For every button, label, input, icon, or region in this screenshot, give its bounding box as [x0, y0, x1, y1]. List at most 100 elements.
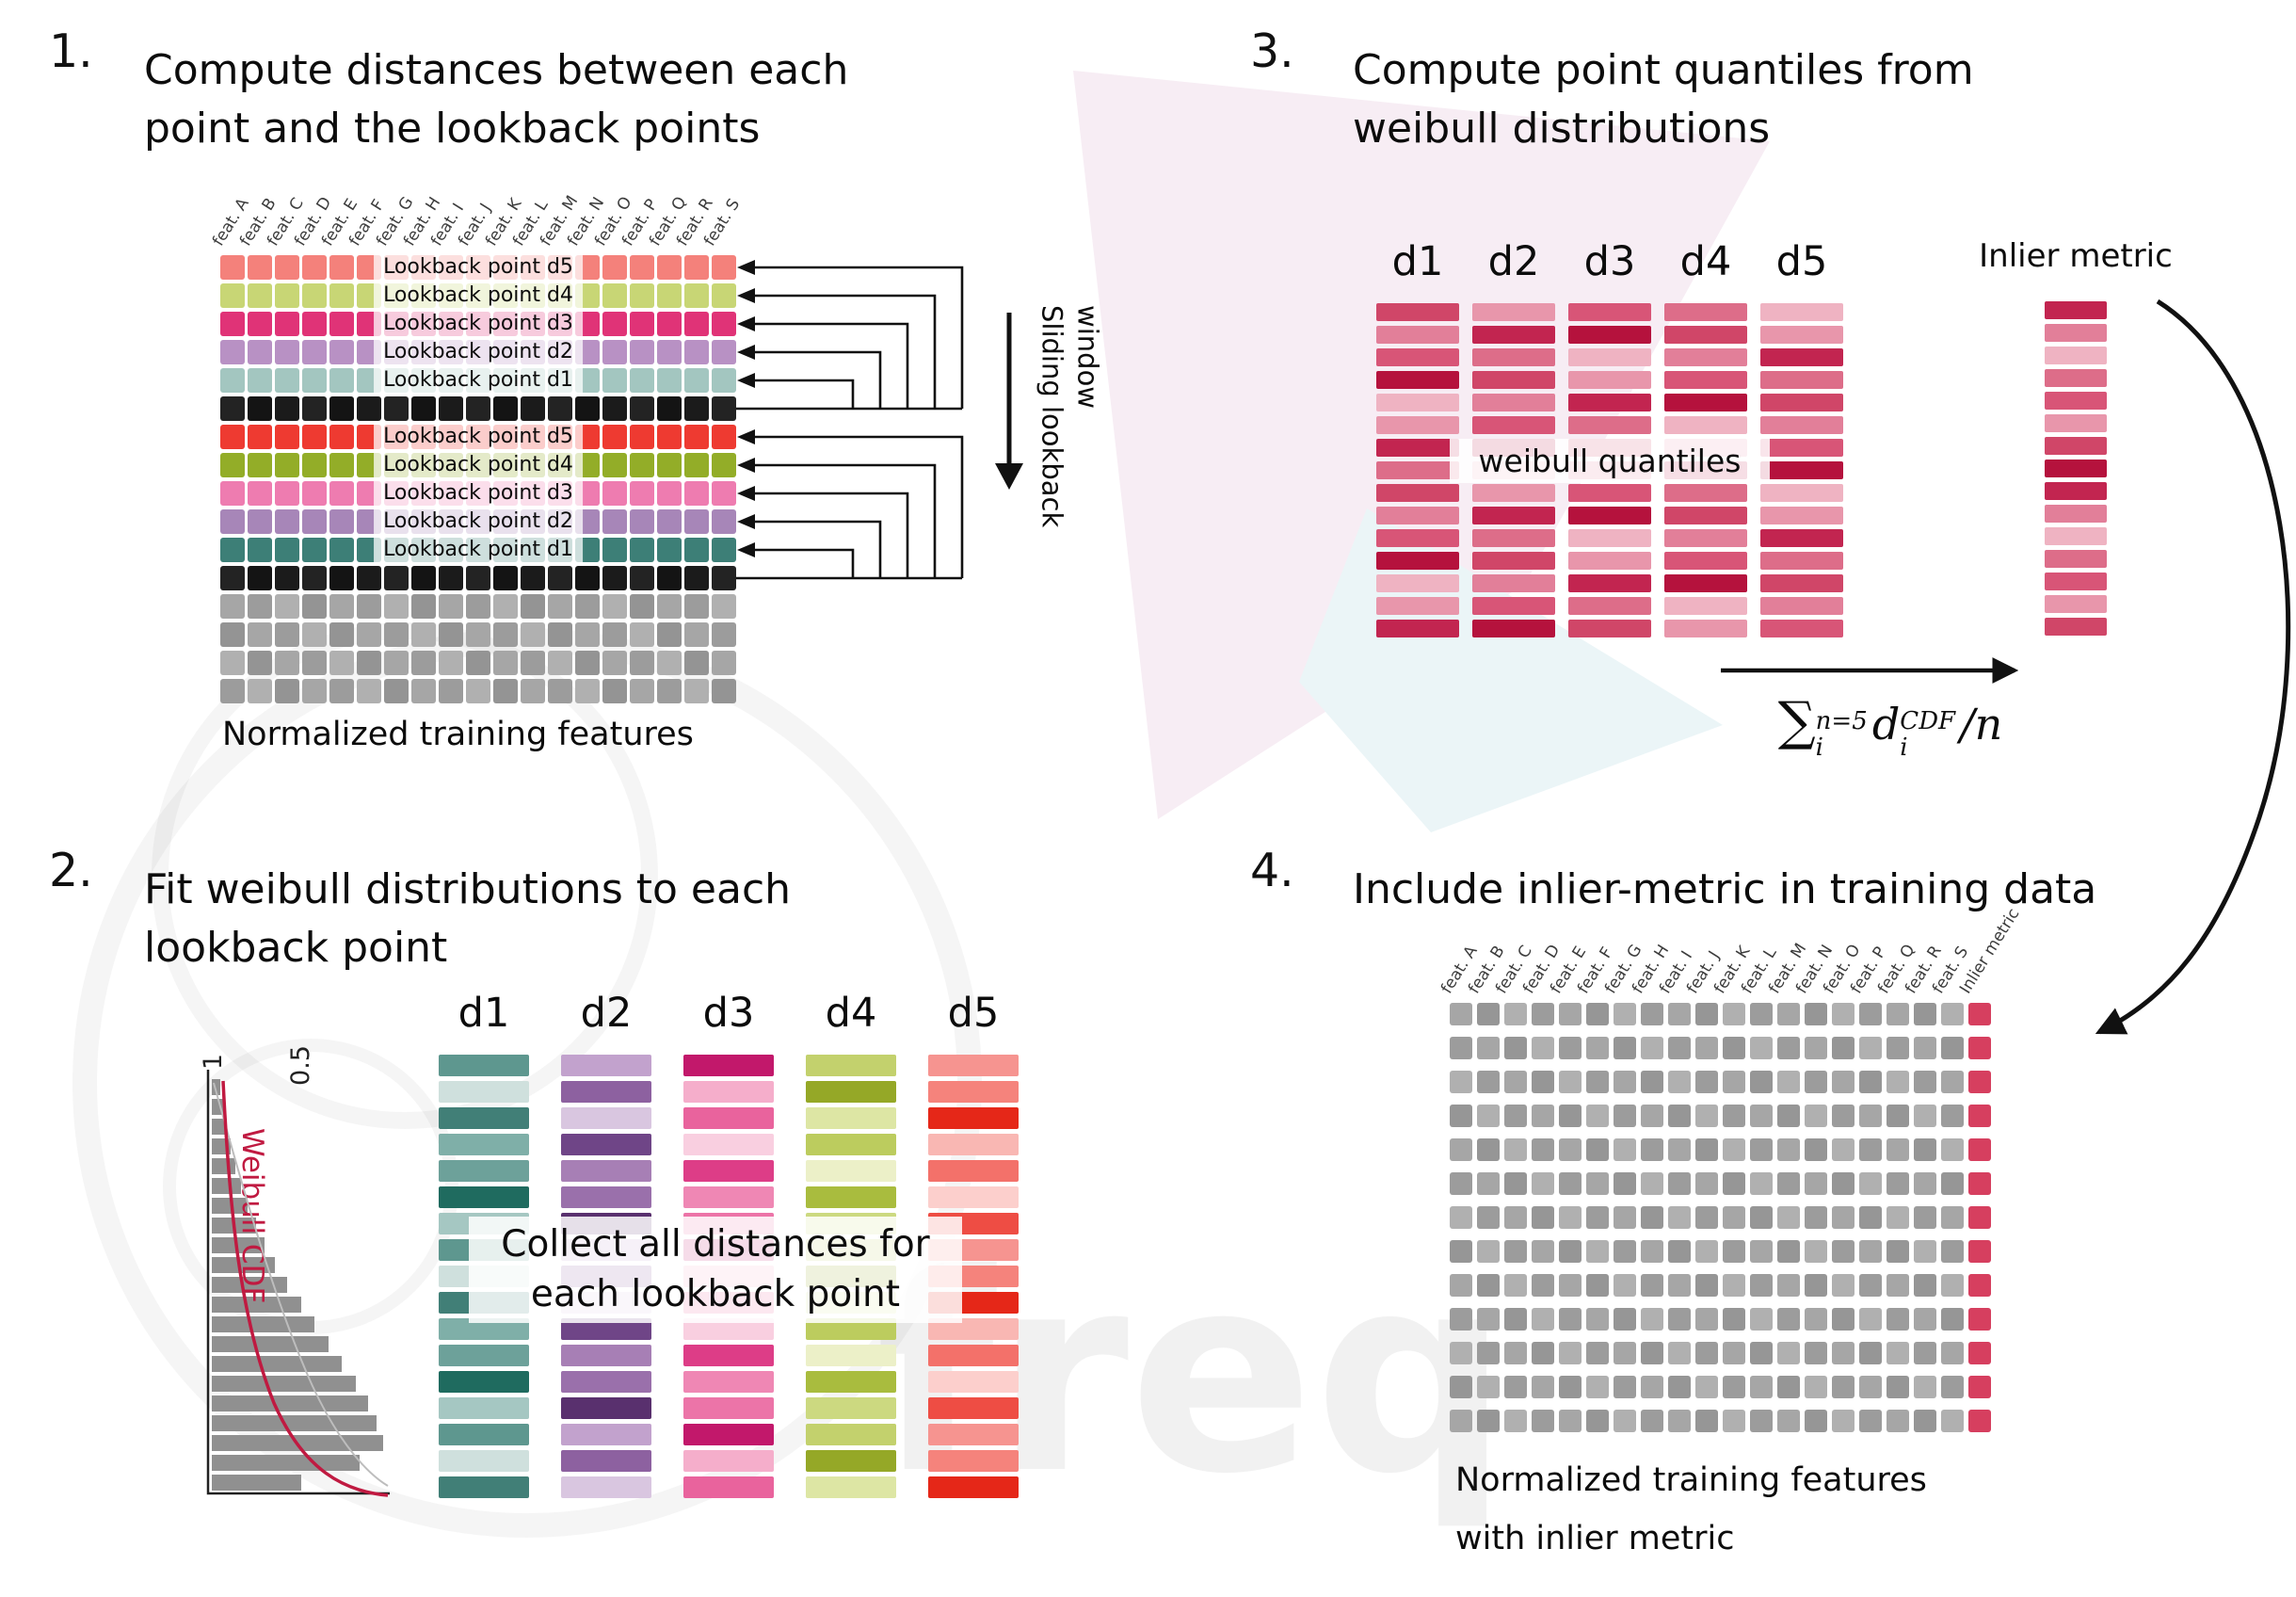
lookback-row: Lookback point d5 [220, 255, 736, 280]
lookback-row: Lookback point d4 [220, 283, 736, 308]
feature-cell [684, 679, 709, 703]
feature-cell [1559, 1206, 1582, 1229]
quantile-bar [1472, 484, 1555, 502]
feature-cell [1641, 1274, 1663, 1297]
feature-cell [684, 340, 709, 364]
feature-cell [1887, 1206, 1909, 1229]
quantile-bar [1760, 326, 1843, 344]
feature-cell [575, 679, 600, 703]
distance-bar [928, 1055, 1019, 1076]
feature-cell [1914, 1206, 1936, 1229]
column-header: d3 [1583, 238, 1636, 285]
feature-cell [275, 679, 299, 703]
feature-cell [1668, 1274, 1691, 1297]
lookback-row: Lookback point d2 [220, 340, 736, 364]
feature-cell [275, 283, 299, 308]
feature-cell [1859, 1206, 1882, 1229]
feature-cell [1532, 1003, 1554, 1025]
feature-cell [1695, 1274, 1718, 1297]
sum-subscript: i [1815, 733, 1823, 762]
quantile-bar [1376, 597, 1459, 615]
feature-cell [220, 312, 245, 336]
feature-cell [1532, 1071, 1554, 1093]
feature-cell [1477, 1376, 1500, 1398]
quantile-bar [1760, 371, 1843, 389]
histogram-bar [212, 1079, 220, 1095]
feature-cell [602, 651, 627, 675]
inlier-metric-cell [1968, 1206, 1991, 1229]
feature-cell [1723, 1274, 1745, 1297]
inlier-metric-label: Inlier metric [1979, 237, 2173, 275]
distance-arrow-line [753, 322, 909, 409]
training-row [1450, 1274, 1991, 1297]
feature-cell [302, 679, 327, 703]
feature-cell [657, 453, 682, 477]
feature-cell [1477, 1240, 1500, 1263]
feature-cell [712, 283, 736, 308]
feature-cell [602, 283, 627, 308]
feature-cell [1832, 1037, 1854, 1059]
feature-cell [1668, 1410, 1691, 1432]
feature-cell [275, 622, 299, 647]
feature-cell [1723, 1308, 1745, 1331]
feature-cell [1504, 1206, 1527, 1229]
feature-cell [1668, 1105, 1691, 1127]
lookback-row-label: Lookback point d2 [374, 509, 583, 534]
feature-cell [657, 340, 682, 364]
quantile-bar [1472, 620, 1555, 637]
feature-cell [439, 566, 463, 590]
feature-cell [1504, 1274, 1527, 1297]
feature-cell [1477, 1274, 1500, 1297]
feature-cell [657, 312, 682, 336]
feature-cell [1805, 1138, 1827, 1161]
feature-cell [657, 566, 682, 590]
feature-cell [1641, 1376, 1663, 1398]
quantile-bar [1376, 303, 1459, 321]
distance-bar [561, 1424, 651, 1445]
feature-cell [384, 594, 409, 619]
feature-cell [220, 566, 245, 590]
feature-cell [1641, 1105, 1663, 1127]
feature-cell [657, 255, 682, 280]
quantile-bar [1568, 348, 1651, 366]
arrowhead [737, 316, 755, 331]
lookback-row-label: Lookback point d5 [374, 425, 583, 449]
feature-cell [1914, 1003, 1936, 1025]
feature-cell [275, 538, 299, 562]
inlier-metric-bar [2045, 595, 2107, 613]
feature-cell [357, 566, 381, 590]
feature-cell [275, 481, 299, 506]
feature-cell [684, 368, 709, 393]
quantile-bar [1664, 597, 1747, 615]
feature-cell [1532, 1240, 1554, 1263]
panel1-number: 1. [49, 24, 93, 78]
feature-cell [1941, 1274, 1964, 1297]
quantile-bar [1664, 620, 1747, 637]
feature-cell [411, 594, 436, 619]
quantile-bar [1568, 416, 1651, 434]
inlier-metric-cell [1968, 1342, 1991, 1364]
feature-cell [1914, 1342, 1936, 1364]
feature-cell [1805, 1172, 1827, 1195]
distance-bar [439, 1186, 529, 1208]
quantile-bar [1472, 394, 1555, 411]
feature-cell [630, 622, 654, 647]
feature-cell [329, 340, 354, 364]
distance-bar [683, 1186, 774, 1208]
distance-bar [439, 1397, 529, 1419]
feature-cell [1914, 1376, 1936, 1398]
distance-bar [439, 1134, 529, 1155]
column-header: d3 [702, 990, 755, 1037]
feature-cell [275, 368, 299, 393]
histogram-bar [212, 1336, 329, 1352]
quantile-bar [1664, 416, 1747, 434]
distance-bar [928, 1345, 1019, 1366]
feature-cell [1723, 1240, 1745, 1263]
feature-cell [493, 396, 518, 421]
feature-cell [1887, 1071, 1909, 1093]
distance-bar [439, 1476, 529, 1498]
feature-cell [1532, 1342, 1554, 1364]
feature-cell [1859, 1138, 1882, 1161]
feature-cell [602, 312, 627, 336]
feature-cell [1641, 1037, 1663, 1059]
